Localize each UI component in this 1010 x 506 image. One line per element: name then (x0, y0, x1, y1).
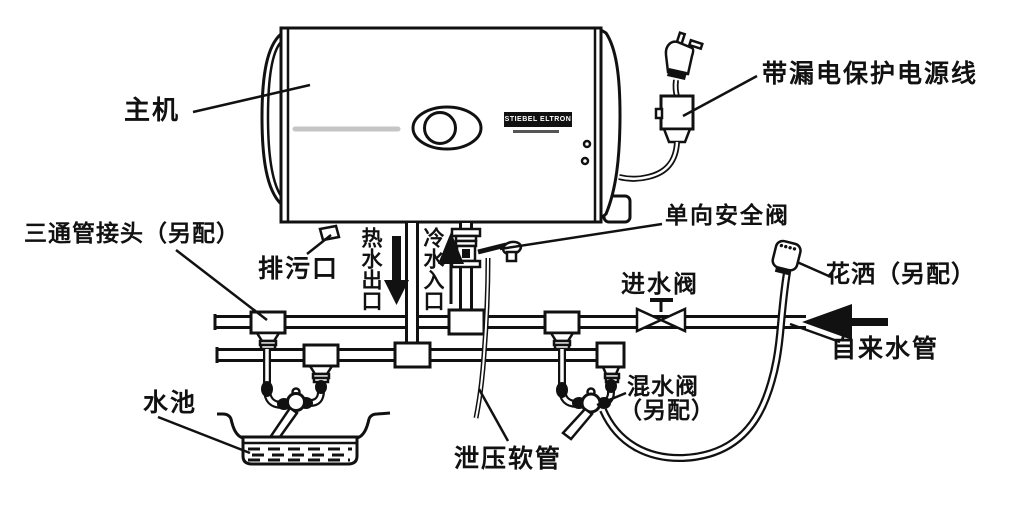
control-dial-icon (411, 105, 483, 151)
mixing-valve-handle (561, 407, 594, 441)
mixing-valve-label-line2: （另配） (619, 397, 715, 424)
relief-hose-label: 泄压软管 (454, 445, 563, 473)
power-cord-label: 带漏电保护电源线 (762, 60, 979, 88)
mixing-valve-label-line1: 混水阀 (627, 373, 699, 399)
mixing-valve-assembly (556, 349, 617, 441)
sink-label: 水池 (143, 389, 198, 417)
inlet-valve-icon (635, 298, 687, 333)
tee-fitting-hot-riser (393, 341, 432, 369)
tee-fitting-label: 三通管接头（另配） (24, 220, 240, 246)
leader-lines (157, 74, 841, 455)
shower-head-label: 花洒（另配） (826, 261, 976, 288)
cold-water-inlet-label: 冷水入口 (421, 227, 445, 311)
power-plug-icon (664, 31, 704, 80)
check-safety-valve (450, 227, 523, 269)
tee-fitting-cold-riser (447, 308, 486, 336)
safety-valve-label: 单向安全阀 (665, 202, 790, 228)
leakage-breaker-box (654, 94, 695, 144)
brand-badge: STIEBEL ELTRON (504, 112, 572, 127)
tee-fitting-shower (543, 310, 581, 351)
drain-outlet-label: 排污口 (258, 255, 340, 283)
tap-water-flow-arrow (802, 304, 888, 340)
indicator-lights-icon (580, 139, 592, 166)
hot-water-outlet-label: 热水出口 (359, 227, 383, 311)
cold-water-flow-arrow (438, 232, 464, 304)
hot-water-flow-arrow (384, 236, 409, 305)
shower-hose (599, 266, 792, 463)
mixing-valve-label: 混水阀 （另配） (619, 373, 715, 422)
tap-water-pipe-label: 自来水管 (831, 335, 940, 363)
shower-head-icon (771, 239, 802, 276)
water-heater-body (260, 26, 632, 242)
elbow-fitting-hot-end (595, 341, 626, 384)
sink-faucet-assembly (261, 349, 327, 443)
tee-fitting-hot-left (302, 343, 340, 384)
power-cord-assembly (618, 31, 704, 182)
sink-basin (217, 411, 391, 466)
tee-fitting-cold-left (249, 310, 287, 351)
inlet-valve-label: 进水阀 (621, 271, 699, 298)
pressure-relief-hose (473, 257, 491, 419)
main-unit-label: 主机 (124, 95, 181, 125)
drain-outlet-stub (318, 224, 341, 242)
brand-tagline-bar (513, 130, 559, 133)
